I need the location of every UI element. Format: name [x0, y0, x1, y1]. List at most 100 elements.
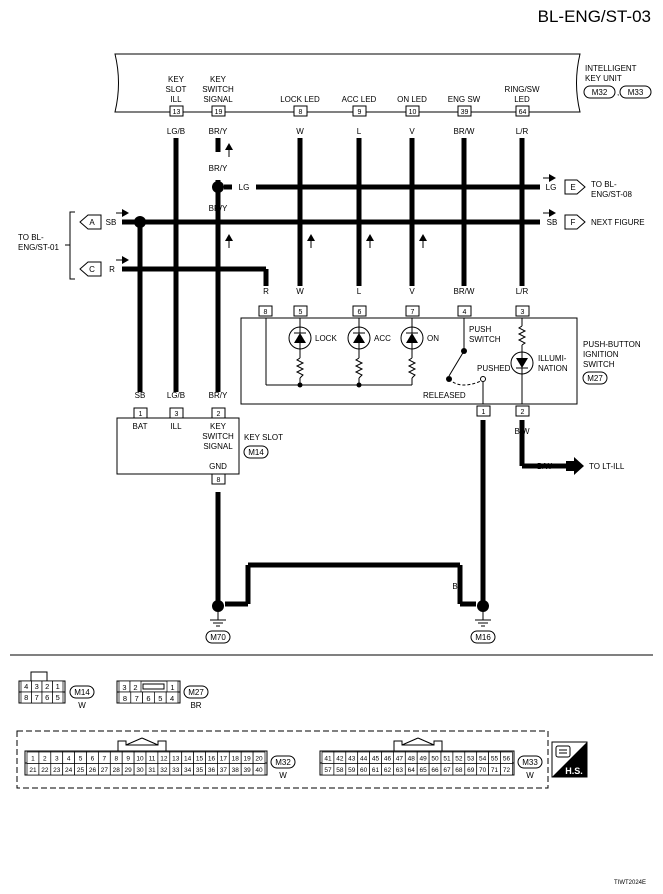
ikey-name-line-1: INTELLIGENT	[585, 64, 637, 73]
connector-cavity-number: 55	[491, 756, 499, 763]
connector-cavity	[52, 691, 64, 704]
wire-color: BR/Y	[209, 127, 228, 136]
connector-cavity-number: 24	[65, 767, 73, 774]
wire-color: R	[263, 287, 269, 296]
connector-cavity-number: 5	[79, 756, 83, 763]
on-led-icon	[400, 326, 424, 350]
connector-cavity-number: 57	[324, 767, 332, 774]
m27-pin-2: 2	[521, 409, 525, 416]
connector-cavity-number: 38	[232, 767, 240, 774]
illum-label-2: NATION	[538, 364, 568, 373]
bat-label: BAT	[133, 422, 148, 431]
m27-pin-7: 7	[411, 309, 415, 316]
to-st01-line-1: TO BL-	[18, 233, 44, 242]
wire-color: B	[215, 493, 220, 502]
acc-led-icon	[347, 326, 371, 350]
connector-cavity-number: 18	[232, 756, 240, 763]
connector-cavity-number: 6	[146, 694, 150, 703]
connector-cavity-number: 22	[41, 767, 49, 774]
pushed-label: PUSHED	[477, 364, 511, 373]
wire-color: L	[357, 127, 362, 136]
illumination-led-icon	[510, 351, 534, 375]
connector-cavity-number: 8	[114, 756, 118, 763]
wire-color: BR/W	[454, 127, 475, 136]
hs-label: H.S.	[565, 766, 583, 776]
ks-signal-2: SWITCH	[202, 432, 234, 441]
ikey-pin-label: SWITCH	[202, 85, 234, 94]
connector-cavity-number: 32	[160, 767, 168, 774]
connector-cavity-number: 58	[336, 767, 344, 774]
connector-cavity-number: 40	[255, 767, 263, 774]
m14-pin-2: 2	[217, 411, 221, 418]
connector-cavity-number: 23	[53, 767, 61, 774]
connector-cavity-number: 6	[45, 693, 49, 702]
ground-wire-labels: B B B B	[215, 582, 485, 591]
ikey-pin-label: ILL	[170, 95, 182, 104]
connector-cavity-number: 2	[133, 683, 137, 692]
hs-badge-icon: H.S.	[551, 741, 588, 778]
wire-label: LG	[239, 183, 250, 192]
connector-cavity	[165, 691, 179, 704]
connector-cavity-number: 7	[135, 694, 139, 703]
m32-code: M32	[275, 758, 291, 767]
connector-cavity-number: 28	[113, 767, 121, 774]
connector-cavity-number: 2	[43, 756, 47, 763]
wire-color: L	[357, 287, 362, 296]
connector-cavity-number: 15	[196, 756, 204, 763]
connector-cavity-number: 33	[172, 767, 180, 774]
wire-color: BR/Y	[209, 391, 228, 400]
connector-cavity-number: 12	[160, 756, 168, 763]
connector-cavity-number: 70	[479, 767, 487, 774]
ground-label-m70: M70	[210, 633, 226, 642]
ikey-pin-8: 8	[299, 109, 303, 116]
m27-pin-8: 8	[264, 309, 268, 316]
wire-label: SB	[547, 218, 558, 227]
ikey-pin-label: LOCK LED	[280, 95, 320, 104]
connector-cavity-number: 53	[467, 756, 475, 763]
connector-cavity-number: 50	[431, 756, 439, 763]
connector-cavity	[500, 763, 513, 776]
wire-color: V	[409, 287, 415, 296]
wire-label: B	[452, 582, 457, 591]
ks-signal-1: KEY	[210, 422, 227, 431]
ikey-pin-label: ON LED	[397, 95, 427, 104]
intelligent-key-unit: INTELLIGENT KEY UNIT M32 , M33	[114, 53, 652, 113]
connector-cavity-number: 47	[396, 756, 404, 763]
wire-color: W	[296, 287, 304, 296]
connector-cavity-number: 68	[455, 767, 463, 774]
gnd-label: GND	[209, 462, 227, 471]
connector-cavity-number: 52	[455, 756, 463, 763]
ikey-pin-10: 10	[409, 109, 417, 116]
ks-signal-3: SIGNAL	[203, 442, 233, 451]
wire-color: B	[480, 427, 485, 436]
ground-m70: M70	[205, 600, 231, 644]
to-lt-ill: TO LT-ILL	[589, 462, 625, 471]
lock-led-icon	[288, 326, 312, 350]
ikey-pin-label: KEY	[168, 75, 185, 84]
m27-pin-6: 6	[358, 309, 362, 316]
connector-cavity-number: 3	[55, 756, 59, 763]
connector-cavity-number: 37	[220, 767, 228, 774]
connector-cavity-number: 7	[35, 693, 39, 702]
connector-cavity-number: 62	[384, 767, 392, 774]
key-slot-name: KEY SLOT	[244, 433, 283, 442]
connector-cavity-number: 61	[372, 767, 380, 774]
ikey-pin-label: LED	[514, 95, 530, 104]
m27-pin-1: 1	[482, 409, 486, 416]
m14-pin-1: 1	[139, 411, 143, 418]
m14-pin-8: 8	[217, 477, 221, 484]
illum-label-1: ILLUMI-	[538, 354, 567, 363]
connector-cavity-number: 19	[244, 756, 252, 763]
ikey-pin-19: 19	[215, 109, 223, 116]
connector-cavity-number: 48	[408, 756, 416, 763]
connector-cavity-number: 41	[324, 756, 332, 763]
connector-cavity-number: 17	[220, 756, 228, 763]
m33-code: M33	[522, 758, 538, 767]
push-button-ignition-switch: R W L V BR/W L/R 8 5 6 7 4 3	[240, 287, 641, 436]
lock-label: LOCK	[315, 334, 337, 343]
connector-cavity-number: 5	[158, 694, 162, 703]
footer-code: TIWT2024E	[614, 880, 646, 886]
connector-cavity-number: 5	[56, 693, 60, 702]
connector-cavity-number: 1	[56, 682, 60, 691]
